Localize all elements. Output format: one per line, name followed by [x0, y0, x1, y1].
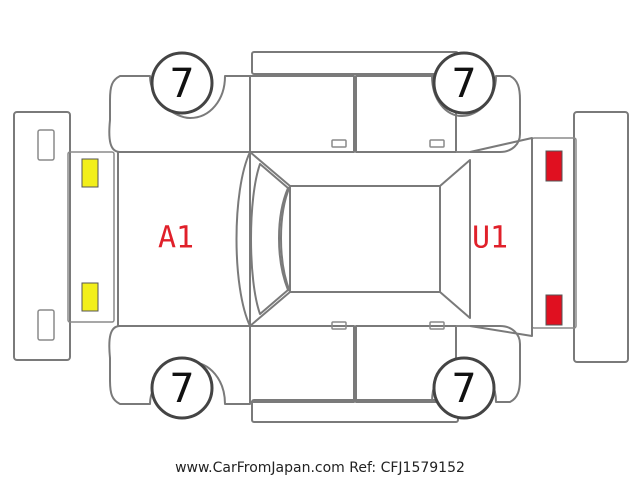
front-damage-code: A1: [158, 221, 194, 256]
rear-markers: [545, 150, 563, 326]
front-marker-lower: [81, 282, 99, 312]
tire-rear-right: 7: [432, 356, 496, 420]
front-bumper: [13, 111, 71, 361]
front-markers: [81, 158, 99, 312]
front-marker-upper: [81, 158, 99, 188]
watermark-text: www.CarFromJapan.com Ref: CFJ1579152: [175, 460, 465, 476]
rear-damage-code: U1: [472, 221, 508, 256]
tire-rear-left-depth: 7: [451, 61, 476, 107]
tire-rear-left: 7: [432, 51, 496, 115]
rear-marker-lower: [545, 294, 563, 326]
tire-front-left: 7: [150, 51, 214, 115]
rear-marker-upper: [545, 150, 563, 182]
tire-front-left-depth: 7: [169, 61, 194, 107]
tire-rear-right-depth: 7: [451, 366, 476, 412]
tire-front-right-depth: 7: [169, 366, 194, 412]
front-lamp-area: [67, 151, 115, 323]
cabin-top: [235, 137, 533, 337]
tire-front-right: 7: [150, 356, 214, 420]
